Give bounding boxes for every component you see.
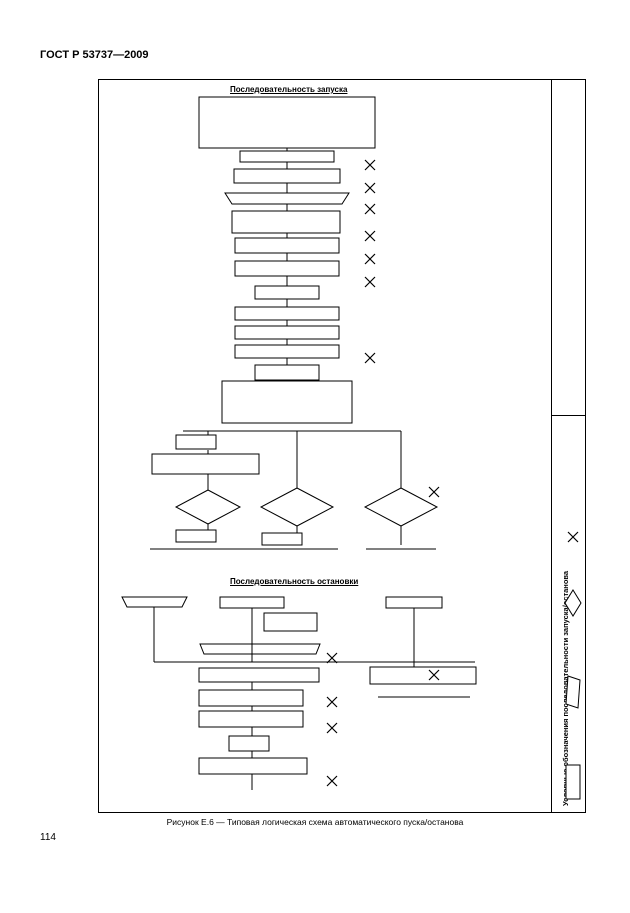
- flowchart-box: [254, 364, 320, 381]
- timer-symbol: [326, 696, 338, 708]
- flowchart-box: [234, 306, 340, 321]
- stop-sequence-title: Последовательность остановки: [230, 577, 359, 586]
- flowchart-box: [234, 344, 340, 359]
- flowchart-box: [219, 596, 285, 609]
- timer-symbol: [364, 253, 376, 265]
- timer-symbol: [364, 159, 376, 171]
- flowchart-box: [231, 210, 341, 234]
- legend-timer: [567, 531, 579, 543]
- flowchart-box: [254, 285, 320, 300]
- flowchart-box: [234, 325, 340, 340]
- flowchart-diamond: [174, 489, 242, 525]
- timer-symbol: [364, 276, 376, 288]
- timer-symbol: [428, 669, 440, 681]
- timer-symbol: [364, 182, 376, 194]
- legend-divider: [551, 415, 586, 416]
- flowchart-box: [175, 434, 217, 450]
- legend-box-manual: [565, 675, 581, 709]
- legend-column: [551, 79, 586, 813]
- flowchart-box: [198, 710, 304, 728]
- start-sequence-title: Последовательность запуска: [230, 85, 348, 94]
- flowchart-box: [228, 735, 270, 752]
- flowchart-box: [263, 612, 318, 632]
- document-code: ГОСТ Р 53737—2009: [40, 49, 149, 61]
- timer-symbol: [428, 486, 440, 498]
- flowchart-box: [121, 596, 188, 608]
- flowchart-box: [221, 380, 353, 424]
- flowchart-box: [385, 596, 443, 609]
- flowchart-box: [175, 529, 217, 543]
- timer-symbol: [326, 652, 338, 664]
- flowchart-box: [239, 150, 335, 163]
- timer-symbol: [364, 230, 376, 242]
- flowchart-box: [233, 168, 341, 184]
- flowchart-box: [198, 757, 308, 775]
- flowchart-box: [198, 689, 304, 707]
- flowchart-box: [224, 192, 350, 205]
- flowchart-box: [234, 237, 340, 254]
- flowchart-diamond: [259, 487, 335, 527]
- timer-symbol: [326, 775, 338, 787]
- timer-symbol: [364, 352, 376, 364]
- flowchart-box: [198, 667, 320, 683]
- legend-diamond: [564, 589, 582, 617]
- page-number: 114: [40, 832, 56, 843]
- legend-box-auto: [565, 764, 581, 800]
- flowchart-box: [234, 260, 340, 277]
- flowchart-box: [369, 666, 477, 685]
- flowchart-box: [261, 532, 303, 546]
- flowchart-diamond: [363, 487, 439, 527]
- diagram-frame: [98, 79, 586, 813]
- flowchart-box: [199, 643, 321, 655]
- timer-symbol: [364, 203, 376, 215]
- flowchart-box: [198, 96, 376, 149]
- figure-caption: Рисунок Е.6 — Типовая логическая схема а…: [166, 817, 464, 827]
- flowchart-box: [151, 453, 260, 475]
- timer-symbol: [326, 722, 338, 734]
